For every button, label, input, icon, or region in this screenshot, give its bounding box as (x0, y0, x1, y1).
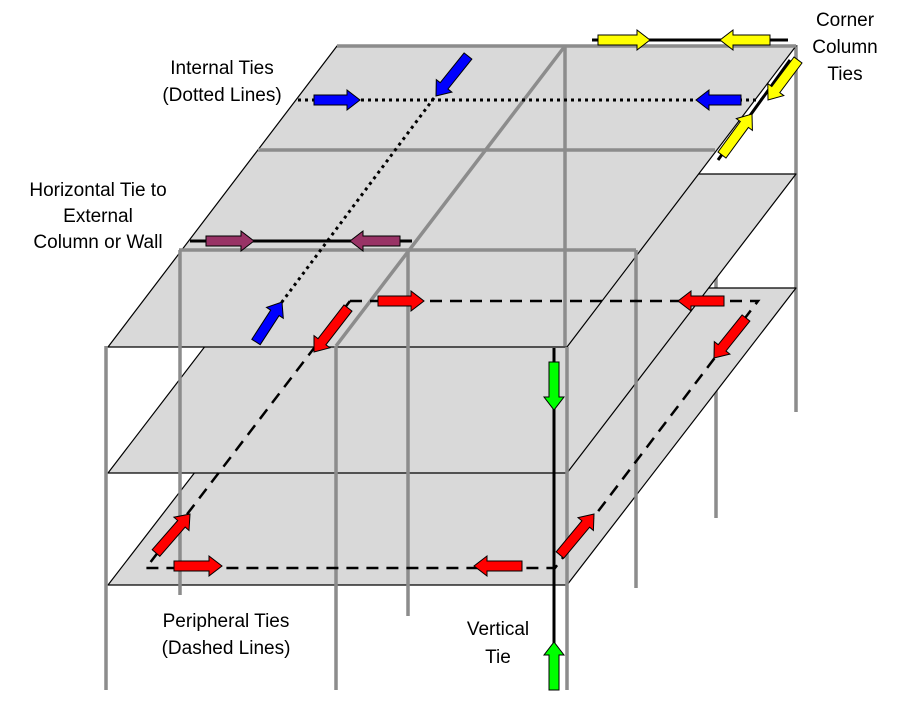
internal-label-line-1: Internal Ties (170, 58, 274, 79)
label-peripheral-ties: Peripheral Ties (Dashed Lines) (162, 611, 291, 659)
vertical-label-line-1: Vertical (467, 619, 529, 640)
horizontal-label-line-1: Horizontal Tie to (29, 180, 166, 201)
front-columns (104, 46, 638, 690)
corner-label-line-3: Ties (827, 64, 862, 85)
horizontal-tie-arrow (205, 229, 255, 253)
tie-arrows (151, 28, 803, 691)
horizontal-tie-arrow (349, 229, 401, 253)
corner-tie-arrow (719, 28, 771, 52)
vertical-label-line-2: Tie (485, 647, 511, 668)
internal-label-line-2: (Dotted Lines) (162, 85, 281, 106)
label-corner-column-ties: Corner Column Ties (812, 10, 877, 85)
corner-tie-arrow (717, 113, 753, 159)
internal-tie-arrow (251, 301, 284, 346)
horizontal-label-line-3: Column or Wall (33, 232, 162, 253)
label-internal-ties: Internal Ties (Dotted Lines) (162, 58, 281, 106)
peripheral-tie-arrow (313, 304, 353, 353)
peripheral-tie-arrow (677, 289, 725, 313)
corner-label-line-1: Corner (816, 10, 875, 31)
peripheral-tie-arrow (377, 289, 425, 313)
peripheral-tie-arrow (713, 314, 751, 359)
internal-ties-dotted (268, 97, 762, 319)
internal-tie-arrow (435, 52, 473, 97)
peripheral-label-line-1: Peripheral Ties (163, 611, 290, 632)
vertical-tie-arrow (542, 361, 566, 411)
internal-tie-arrow (695, 88, 742, 112)
vertical-tie-arrow (542, 641, 566, 691)
corner-label-line-2: Column (812, 37, 877, 58)
label-vertical-tie: Vertical Tie (467, 619, 529, 668)
peripheral-tie-arrow (555, 513, 595, 559)
peripheral-tie-arrow (173, 554, 223, 578)
peripheral-tie-arrow (151, 513, 191, 558)
internal-tie-arrow (313, 88, 361, 112)
corner-tie-arrow (597, 28, 651, 52)
horizontal-label-line-2: External (63, 206, 133, 227)
peripheral-label-line-2: (Dashed Lines) (162, 638, 291, 659)
label-horizontal-tie: Horizontal Tie to External Column or Wal… (29, 180, 166, 253)
peripheral-tie-arrow (473, 554, 523, 578)
corner-tie-arrow (767, 56, 803, 101)
